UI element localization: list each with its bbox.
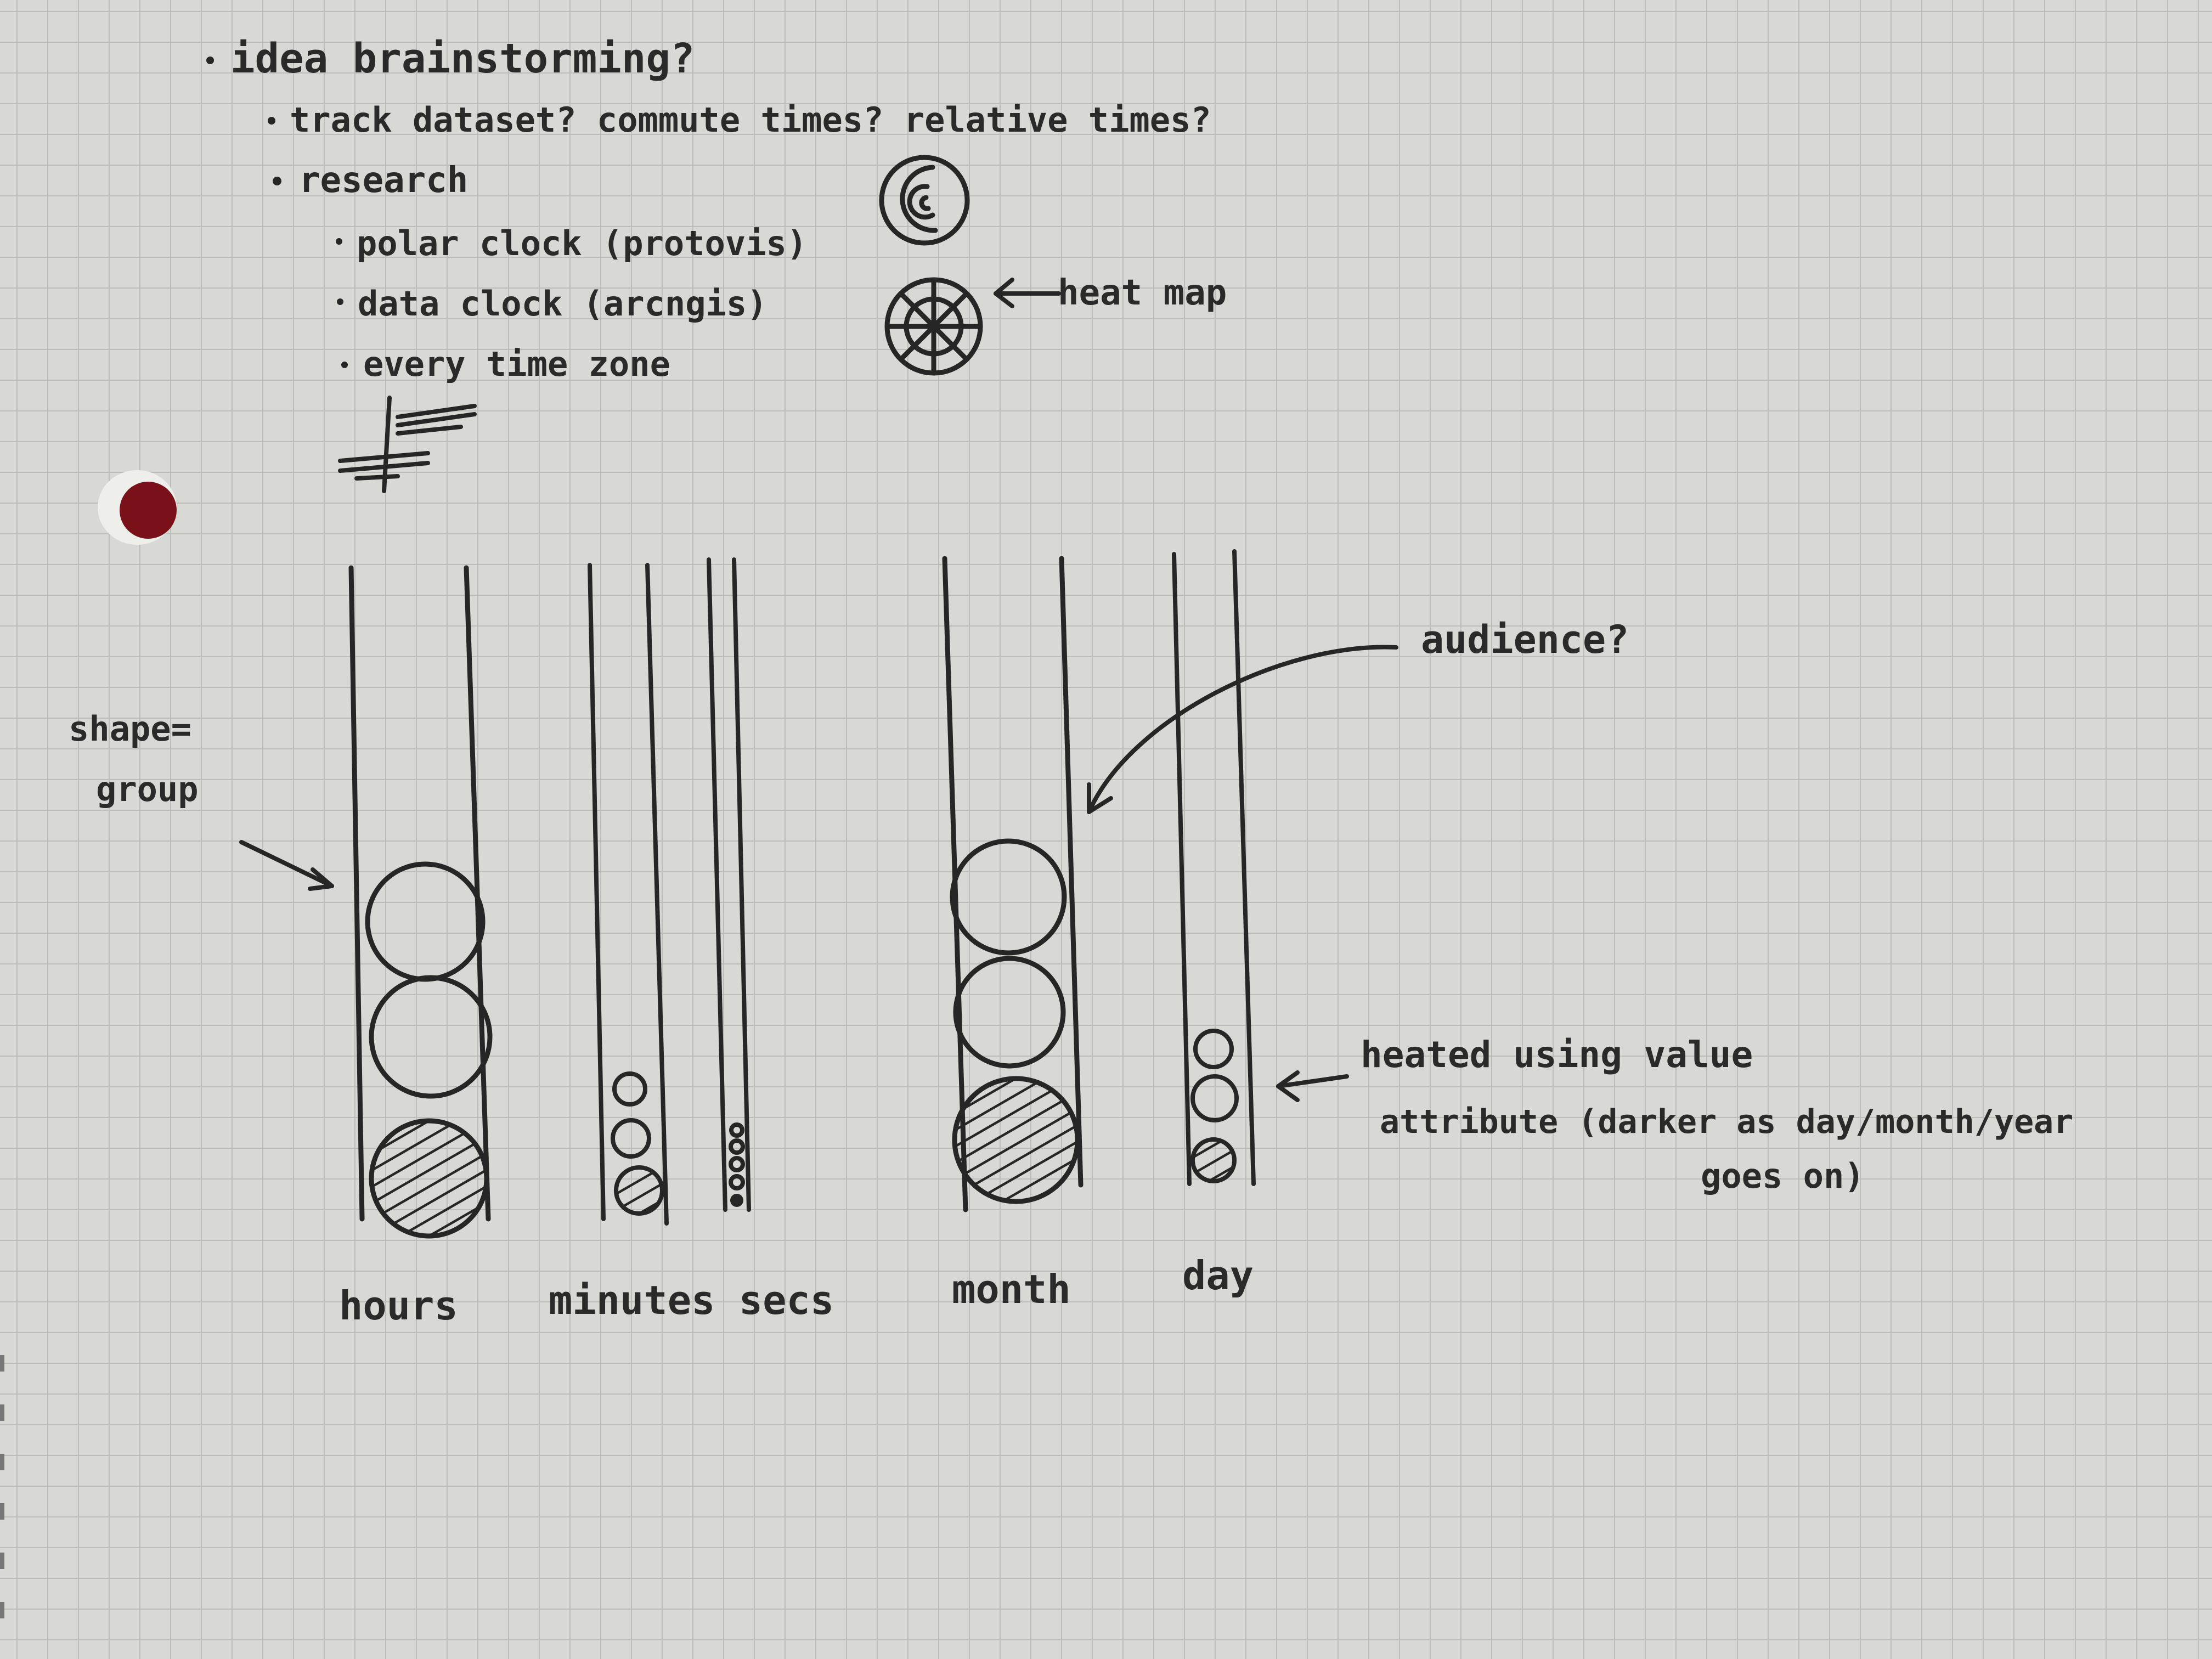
month-filled-circle	[952, 1076, 1080, 1204]
label-hours: hours	[339, 1283, 458, 1329]
label-day: day	[1182, 1252, 1254, 1299]
label-heated-1: heated using value	[1361, 1034, 1753, 1076]
bullet-6	[341, 362, 348, 368]
bullet-4	[336, 238, 342, 245]
column-month: month	[942, 556, 1084, 1312]
column-hours: hours	[339, 565, 493, 1329]
secs-filled-circle	[730, 1194, 743, 1207]
label-audience: audience?	[1421, 617, 1629, 662]
bullet-3	[273, 177, 281, 185]
shape-group-annotation: shape= group	[69, 709, 334, 891]
minutes-filled-circle	[614, 1165, 664, 1216]
column-day: day	[1172, 549, 1256, 1299]
bullet-5	[337, 298, 343, 305]
label-heated-2: attribute (darker as day/month/year	[1380, 1103, 2073, 1141]
note-every-time-zone: every time zone	[363, 344, 670, 384]
time-zone-flag-icon	[338, 396, 477, 493]
bullet-1	[206, 57, 214, 64]
spiral-binding	[0, 1355, 4, 1618]
arrow-head-icon	[1087, 782, 1113, 814]
notes-list: idea brainstorming? track dataset? commu…	[206, 35, 1211, 384]
note-track-dataset: track dataset? commute times? relative t…	[290, 100, 1211, 140]
bullet-2	[268, 117, 275, 125]
curved-arrow-icon	[1087, 645, 1398, 814]
audience-annotation: audience?	[1087, 617, 1629, 814]
label-shape: shape=	[69, 709, 191, 749]
note-data-clock: data clock (arcngis)	[358, 284, 768, 324]
polar-clock-icon	[879, 155, 970, 246]
note-idea-brainstorming: idea brainstorming?	[230, 35, 695, 82]
label-minutes-secs: minutes secs	[549, 1277, 834, 1323]
heated-annotation: heated using value attribute (darker as …	[1276, 1034, 2073, 1196]
column-secs	[707, 557, 751, 1212]
label-heated-3: goes on)	[1701, 1156, 1865, 1196]
label-month: month	[952, 1266, 1071, 1312]
arrow-down-right-icon	[239, 840, 334, 891]
note-polar-clock: polar clock (protovis)	[357, 223, 807, 263]
heat-map-annotation: heat map	[994, 273, 1227, 313]
hours-filled-circle	[369, 1118, 489, 1239]
label-group: group	[96, 769, 199, 809]
column-minutes	[588, 563, 669, 1226]
arrow-left-icon	[1276, 1070, 1349, 1102]
day-filled-circle	[1190, 1137, 1237, 1183]
data-clock-heat-map-icon	[884, 277, 983, 376]
binder-hole	[98, 470, 177, 545]
arrow-left-icon	[994, 278, 1061, 308]
note-research: research	[299, 160, 468, 201]
label-heat-map: heat map	[1058, 273, 1227, 313]
